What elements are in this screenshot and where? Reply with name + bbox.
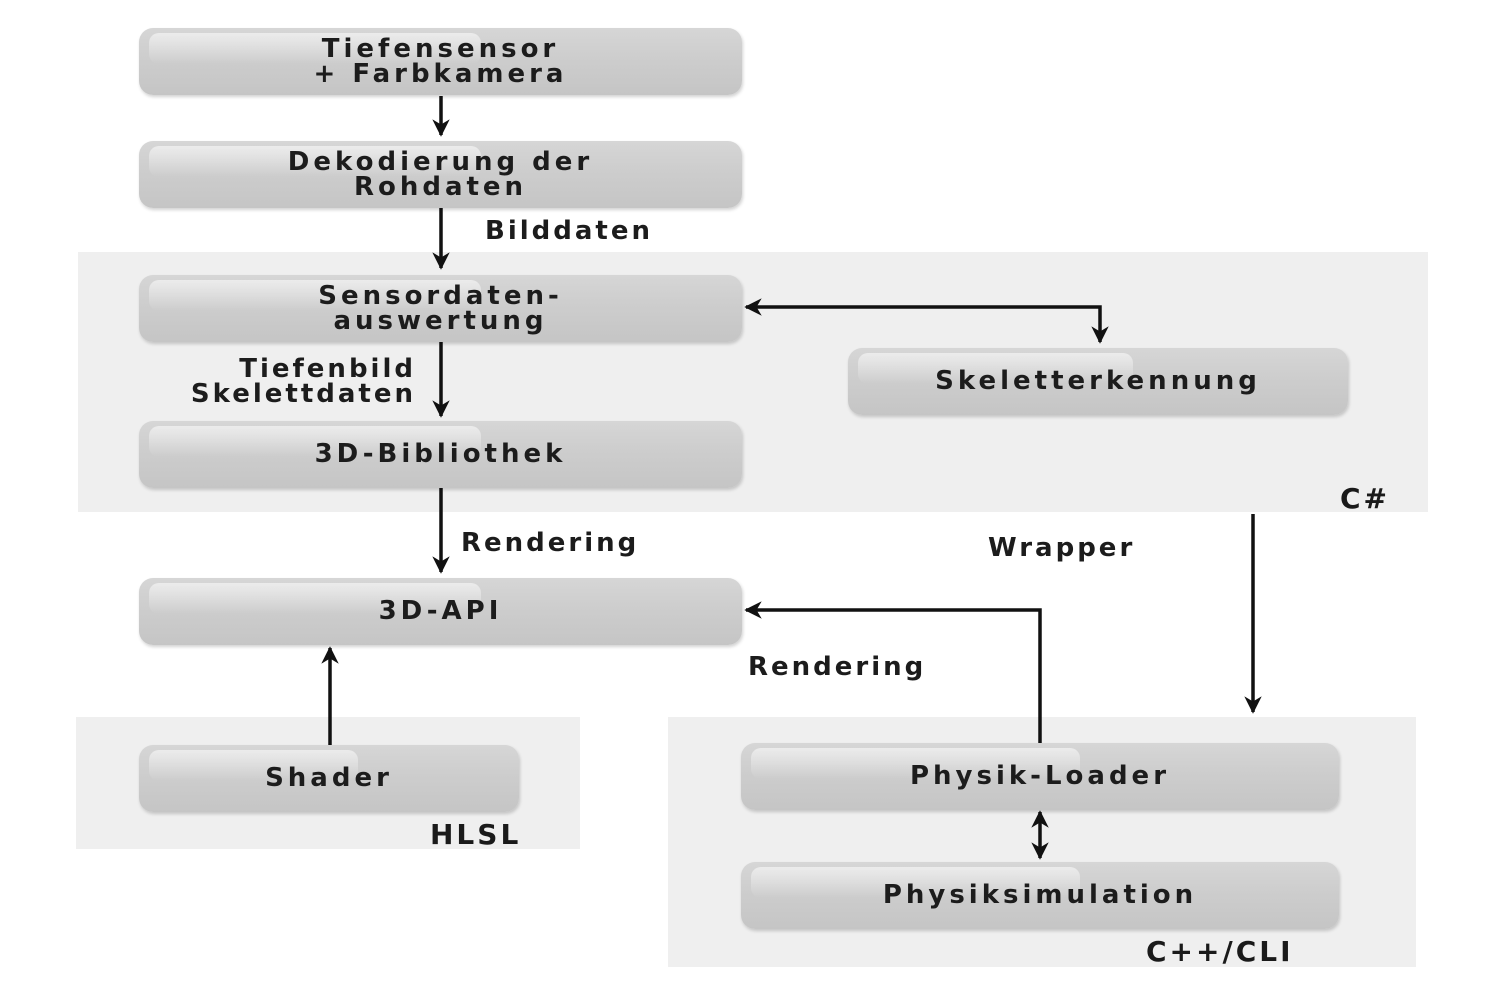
group-label-hlsl: HLSL [430, 818, 522, 851]
node-physik-loader: Physik-Loader [741, 743, 1339, 810]
edge-label-wrapper: Wrapper [988, 533, 1136, 563]
node-api: 3D-API [139, 578, 742, 645]
node-api-label: 3D-API [378, 596, 503, 626]
node-tiefensensor: Tiefensensor + Farbkamera [139, 28, 742, 95]
node-shader-label: Shader [265, 763, 393, 793]
node-physiksimulation: Physiksimulation [741, 862, 1339, 929]
edge-label-rendering-left: Rendering [461, 528, 640, 558]
node-physik-loader-label: Physik-Loader [909, 761, 1171, 791]
node-tiefensensor-label: Tiefensensor + Farbkamera [313, 33, 568, 89]
node-bibliothek: 3D-Bibliothek [139, 421, 742, 488]
node-skeletterkennung: Skeletterkennung [848, 348, 1348, 415]
edge-loader-to-api [744, 601, 1042, 745]
edge-label-tiefenbild: Tiefenbild Skelettdaten [190, 354, 416, 409]
node-dekodierung: Dekodierung der Rohdaten [139, 141, 742, 208]
node-bibliothek-label: 3D-Bibliothek [314, 439, 567, 469]
group-label-cpp-cli: C++/CLI [1146, 935, 1294, 968]
node-physiksimulation-label: Physiksimulation [882, 880, 1198, 910]
edge-label-bilddaten: Bilddaten [485, 216, 653, 246]
edge-sensordaten-skeletterkennung [744, 298, 1109, 344]
node-sensordaten: Sensordaten- auswertung [139, 275, 742, 342]
node-skeletterkennung-label: Skeletterkennung [935, 366, 1261, 396]
node-sensordaten-label: Sensordaten- auswertung [318, 280, 563, 336]
group-label-csharp: C# [1340, 482, 1391, 515]
edge-label-rendering-right: Rendering [748, 652, 927, 682]
node-shader: Shader [139, 745, 519, 812]
node-dekodierung-label: Dekodierung der Rohdaten [287, 146, 594, 202]
